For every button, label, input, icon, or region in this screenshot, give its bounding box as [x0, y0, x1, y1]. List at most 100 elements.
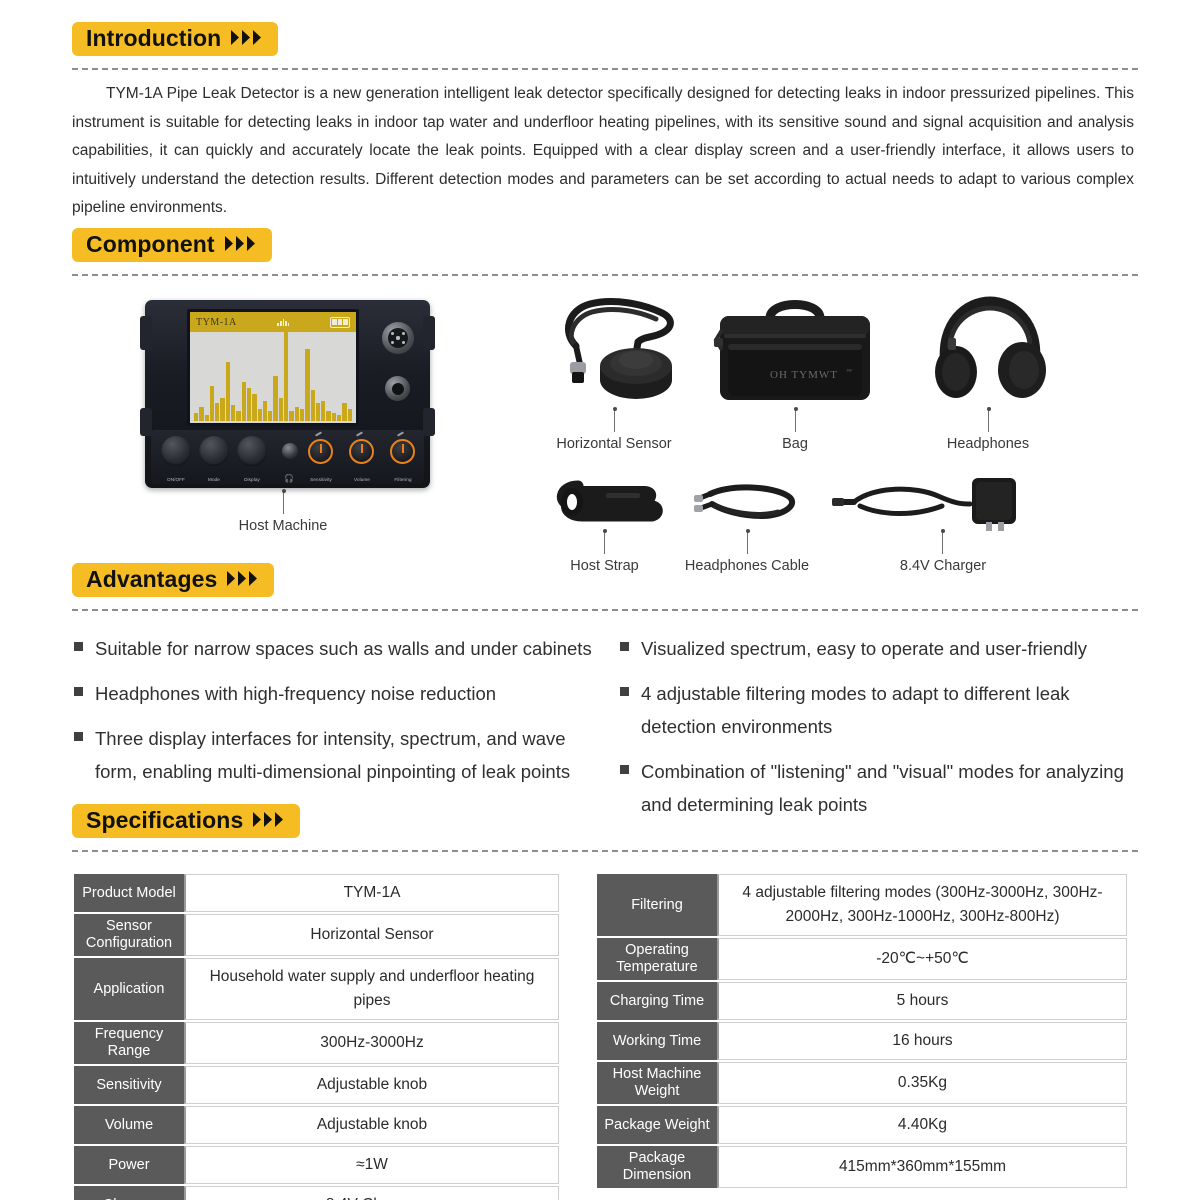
spectrum-bar	[278, 397, 284, 421]
screen-status-bar: TYM-1A	[190, 312, 356, 332]
component-title: Component	[86, 231, 215, 257]
spec-value: Adjustable knob	[184, 1066, 559, 1104]
bullet-square-icon	[620, 687, 629, 696]
advantage-text: 4 adjustable filtering modes to adapt to…	[641, 683, 1070, 737]
leader-horizontal-sensor	[612, 407, 617, 432]
spec-value: 4 adjustable filtering modes (300Hz-3000…	[717, 874, 1127, 936]
section-header-specifications: Specifications	[72, 804, 301, 838]
spec-key: Application	[74, 958, 184, 1020]
advantages-title: Advantages	[86, 566, 218, 592]
spectrum-bar	[337, 415, 342, 421]
knob-label-display: Display	[244, 477, 260, 482]
knob-tick-filtering	[396, 431, 405, 437]
section-header-introduction: Introduction	[72, 22, 279, 56]
device-side-grip-right-lower	[423, 408, 435, 436]
spectrum-bar	[220, 397, 225, 421]
triple-chevron-right-icon	[227, 571, 260, 586]
triple-chevron-right-icon	[253, 812, 286, 827]
advantage-text: Headphones with high-frequency noise red…	[95, 683, 497, 704]
spec-key: Volume	[74, 1106, 184, 1144]
knob-display[interactable]	[237, 436, 267, 466]
leader-headphones-cable	[745, 529, 750, 554]
bullet-square-icon	[74, 687, 83, 696]
introduction-title: Introduction	[86, 25, 222, 51]
spectrum-bar	[289, 411, 294, 421]
specifications-badge: Specifications	[72, 804, 301, 838]
xlr-connector-port	[382, 322, 414, 354]
headphone-jack-port[interactable]	[282, 443, 298, 459]
spectrum-bar	[252, 393, 257, 421]
introduction-badge: Introduction	[72, 22, 279, 56]
spectrum-bar	[241, 381, 246, 421]
spec-key: Sensor Configuration	[74, 914, 184, 956]
spec-key: Filtering	[597, 874, 717, 936]
spec-key: Operating Temperature	[597, 938, 717, 980]
spec-key: Frequency Range	[74, 1022, 184, 1064]
spec-value: 8.4V Charger	[184, 1186, 559, 1200]
svg-text:™: ™	[846, 369, 852, 375]
spectrum-bar	[262, 401, 268, 421]
knob-label-mode: Mode	[208, 477, 220, 482]
spectrum-bar	[231, 405, 236, 421]
spectrum-bar	[225, 362, 231, 421]
device-control-panel: ON/OFF Mode Display 🎧 Sensitivity Volume…	[151, 430, 424, 484]
spectrum-bar	[321, 401, 326, 421]
spec-key: Package Weight	[597, 1106, 717, 1144]
spec-value: 4.40Kg	[717, 1106, 1127, 1144]
charging-port-core	[391, 382, 404, 395]
knob-tick-volume	[355, 431, 364, 437]
knob-on-off[interactable]	[161, 436, 191, 466]
bullet-square-icon	[74, 642, 83, 651]
divider-advantages	[72, 609, 1138, 611]
spectrum-bar	[310, 389, 315, 421]
caption-horizontal-sensor: Horizontal Sensor	[556, 436, 672, 452]
device-side-grip-right	[423, 316, 435, 350]
spec-key: Working Time	[597, 1022, 717, 1060]
spec-key: Power	[74, 1146, 184, 1184]
knob-label-on-off: ON/OFF	[167, 477, 185, 482]
caption-bag: Bag	[782, 436, 808, 452]
advantage-text: Three display interfaces for intensity, …	[95, 728, 571, 782]
spectrum-bar	[204, 415, 209, 421]
spec-value: 0.35Kg	[717, 1062, 1127, 1104]
spec-key: Charging Time	[597, 982, 717, 1020]
host-machine-device: TYM-1A ON/OFF Mode	[140, 300, 435, 488]
section-header-advantages: Advantages	[72, 563, 275, 597]
spec-key: Sensitivity	[74, 1066, 184, 1104]
spec-value: 5 hours	[717, 982, 1127, 1020]
spec-value: ≈1W	[184, 1146, 559, 1184]
caption-host-machine: Host Machine	[238, 518, 328, 534]
knob-volume[interactable]	[349, 439, 374, 464]
leader-charger	[940, 529, 945, 554]
advantage-text: Suitable for narrow spaces such as walls…	[95, 638, 592, 659]
bullet-square-icon	[620, 642, 629, 651]
spec-value: 415mm*360mm*155mm	[717, 1146, 1127, 1188]
advantages-badge: Advantages	[72, 563, 275, 597]
knob-filtering[interactable]	[390, 439, 415, 464]
knob-label-sensitivity: Sensitivity	[310, 477, 332, 482]
knob-mode[interactable]	[199, 436, 229, 466]
headphones-cable-image	[692, 478, 804, 530]
signal-bars-icon	[277, 318, 290, 326]
advantage-item: Headphones with high-frequency noise red…	[74, 677, 604, 710]
knob-sensitivity[interactable]	[308, 439, 333, 464]
svg-text:OH TYMWT: OH TYMWT	[770, 369, 838, 381]
spec-value: 300Hz-3000Hz	[184, 1022, 559, 1064]
headphone-icon: 🎧	[284, 474, 294, 483]
caption-headphones-cable: Headphones Cable	[684, 558, 810, 574]
leader-bag	[793, 407, 798, 432]
spec-row: Charger8.4V Charger	[74, 1186, 559, 1200]
leader-host-strap	[602, 529, 607, 554]
spec-value: Adjustable knob	[184, 1106, 559, 1144]
advantage-item: Suitable for narrow spaces such as walls…	[74, 632, 604, 665]
